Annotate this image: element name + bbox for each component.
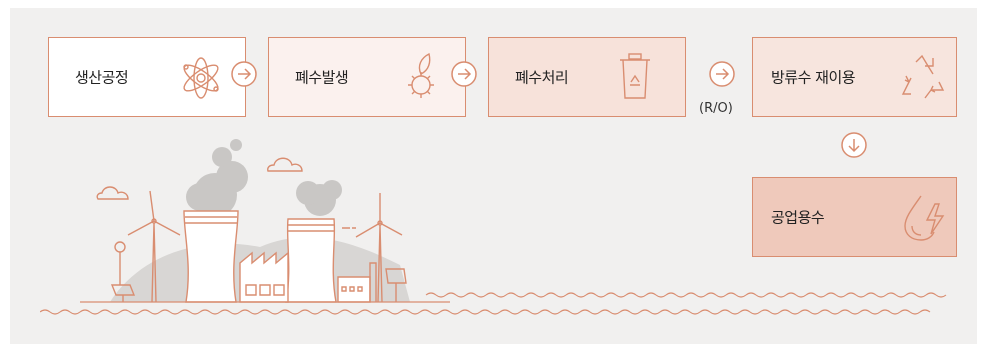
atom-icon: [177, 54, 225, 102]
step-industrial-water-label: 공업용수: [771, 208, 825, 227]
factory-illustration: [80, 139, 450, 303]
recycle-icon: [899, 54, 945, 100]
step-discharge-reuse: 방류수 재이용: [752, 37, 957, 117]
step-production: 생산공정: [48, 37, 246, 117]
step-discharge-reuse-label: 방류수 재이용: [771, 68, 856, 87]
step-industrial-water: 공업용수: [752, 177, 957, 257]
leaf-gear-icon: [399, 52, 447, 104]
water-energy-icon: [901, 192, 947, 242]
flow-arrow-1: [230, 60, 258, 88]
flow-arrow-2: [450, 60, 478, 88]
step-wastewater-treatment: 폐수처리: [488, 37, 686, 117]
step-wastewater-treatment-label: 폐수처리: [515, 68, 569, 87]
recycle-bin-icon: [617, 52, 653, 102]
step-production-label: 생산공정: [75, 68, 129, 87]
water-waves: [40, 292, 947, 315]
ro-label: (R/O): [699, 101, 733, 116]
flow-arrow-3: [708, 60, 736, 88]
flow-arrow-down: [840, 131, 868, 159]
step-wastewater-generation-label: 폐수발생: [295, 68, 349, 87]
step-wastewater-generation: 폐수발생: [268, 37, 466, 117]
